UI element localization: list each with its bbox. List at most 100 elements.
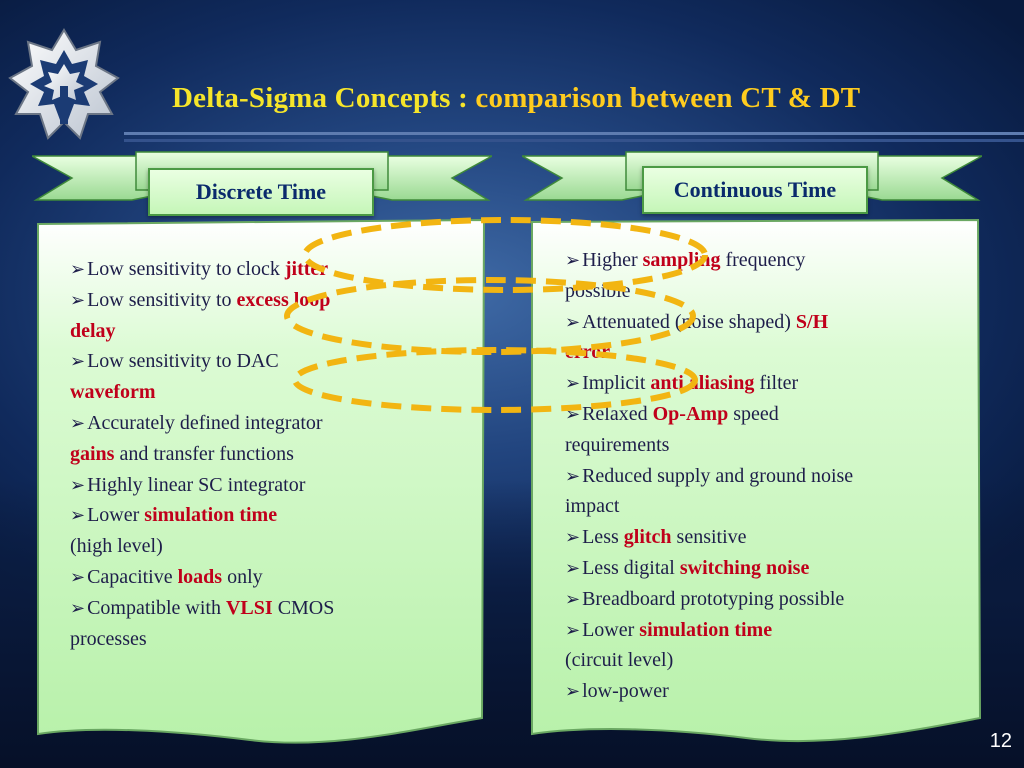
list-item-continuation: gains and transfer functions xyxy=(70,439,470,470)
title-accent: comparison between CT & DT xyxy=(475,82,861,114)
highlight-text: delay xyxy=(70,319,116,342)
item-text: Relaxed xyxy=(582,402,653,425)
list-item-continuation: requirements xyxy=(565,430,970,461)
bullet-arrow-icon: ➢ xyxy=(70,289,86,310)
bullet-arrow-icon: ➢ xyxy=(565,527,581,548)
list-item: ➢Less glitch sensitive xyxy=(565,522,970,553)
item-text: Low sensitivity to clock xyxy=(87,258,285,280)
item-text: low-power xyxy=(582,680,669,703)
item-text: Compatible with xyxy=(87,596,226,619)
list-item: ➢Attenuated (noise shaped) S/H xyxy=(565,307,970,338)
item-text: Highly linear SC integrator xyxy=(87,473,306,496)
item-text: frequency xyxy=(720,249,806,271)
item-text: Accurately defined integrator xyxy=(87,411,323,434)
bullet-arrow-icon: ➢ xyxy=(70,351,86,372)
highlight-text: VLSI xyxy=(225,596,273,619)
list-item: ➢low-power xyxy=(565,676,970,707)
bullet-arrow-icon: ➢ xyxy=(70,597,86,618)
list-item: ➢Compatible with VLSI CMOS xyxy=(70,593,470,624)
bullet-arrow-icon: ➢ xyxy=(565,557,581,578)
discrete-label: Discrete Time xyxy=(148,168,374,216)
bullet-arrow-icon: ➢ xyxy=(565,588,581,609)
item-text: Higher xyxy=(582,249,643,271)
bullet-arrow-icon: ➢ xyxy=(565,250,581,270)
bullet-arrow-icon: ➢ xyxy=(565,681,581,702)
highlight-text: waveform xyxy=(70,381,156,404)
bullet-arrow-icon: ➢ xyxy=(70,412,86,433)
item-text: sensitive xyxy=(671,526,747,549)
item-text: possible xyxy=(565,279,631,302)
page-number: 12 xyxy=(989,730,1012,752)
list-item: ➢Capacitive loads only xyxy=(70,562,470,593)
list-item: ➢Lower simulation time xyxy=(565,615,970,646)
bullet-arrow-icon: ➢ xyxy=(565,311,581,332)
item-text: Less digital xyxy=(582,556,680,579)
item-text: Low sensitivity to DAC xyxy=(87,350,279,373)
list-item: ➢Low sensitivity to clock jitter xyxy=(70,254,470,285)
page-title: Delta-Sigma Concepts : comparison betwee… xyxy=(172,82,860,115)
list-item-continuation: possible xyxy=(565,276,970,307)
highlight-text: Op-Amp xyxy=(652,402,729,425)
highlight-text: error xyxy=(565,341,611,364)
item-text: filter xyxy=(754,372,799,395)
bullet-arrow-icon: ➢ xyxy=(565,619,581,640)
highlight-text: simulation time xyxy=(144,504,278,527)
highlight-text: loads xyxy=(177,565,223,588)
highlight-text: sampling xyxy=(642,249,721,271)
list-item: ➢Low sensitivity to excess loop xyxy=(70,285,470,316)
item-text: and transfer functions xyxy=(114,442,294,465)
highlight-text: simulation time xyxy=(639,618,773,641)
list-item: ➢Highly linear SC integrator xyxy=(70,470,470,501)
item-text: Lower xyxy=(87,504,145,527)
item-text: Capacitive xyxy=(87,565,178,588)
continuous-label: Continuous Time xyxy=(642,166,868,214)
item-text: impact xyxy=(565,495,620,518)
bullet-arrow-icon: ➢ xyxy=(70,474,86,495)
list-item: ➢Accurately defined integrator xyxy=(70,408,470,439)
bullet-arrow-icon: ➢ xyxy=(70,566,86,587)
item-text: (high level) xyxy=(70,535,163,558)
divider-line xyxy=(124,132,1024,135)
list-item-continuation: delay xyxy=(70,316,470,347)
list-item: ➢Relaxed Op-Amp speed xyxy=(565,399,970,430)
bullet-arrow-icon: ➢ xyxy=(70,505,86,526)
discrete-list: ➢Low sensitivity to clock jitter➢Low sen… xyxy=(70,254,470,654)
item-text: requirements xyxy=(565,433,670,456)
bullet-arrow-icon: ➢ xyxy=(565,373,581,394)
highlight-text: glitch xyxy=(623,526,672,549)
item-text: (circuit level) xyxy=(565,649,674,672)
list-item: ➢Lower simulation time xyxy=(70,500,470,531)
item-text: speed xyxy=(728,402,779,425)
list-item: ➢Implicit anti aliasing filter xyxy=(565,368,970,399)
list-item-continuation: (circuit level) xyxy=(565,645,970,676)
list-item: ➢Higher sampling frequency xyxy=(565,245,970,276)
item-text: Attenuated (noise shaped) xyxy=(582,310,796,333)
list-item: ➢Less digital switching noise xyxy=(565,553,970,584)
list-item: ➢Breadboard prototyping possible xyxy=(565,584,970,615)
list-item: ➢Reduced supply and ground noise xyxy=(565,461,970,492)
item-text: Breadboard prototyping possible xyxy=(582,587,845,610)
highlight-text: switching noise xyxy=(679,556,810,579)
item-text: only xyxy=(222,565,263,588)
list-item: ➢Low sensitivity to DAC xyxy=(70,346,470,377)
divider-line xyxy=(124,139,1024,142)
item-text: Lower xyxy=(582,618,640,641)
list-item-continuation: (high level) xyxy=(70,531,470,562)
university-logo-icon xyxy=(8,28,120,140)
highlight-text: anti aliasing xyxy=(650,372,755,395)
title-divider xyxy=(124,132,1024,146)
bullet-arrow-icon: ➢ xyxy=(565,403,581,424)
highlight-text: gains xyxy=(70,442,115,465)
item-text: CMOS xyxy=(272,596,335,619)
title-prefix: Delta-Sigma Concepts : xyxy=(172,82,476,114)
bullet-arrow-icon: ➢ xyxy=(70,259,86,279)
item-text: Reduced supply and ground noise xyxy=(582,464,854,487)
highlight-text: jitter xyxy=(284,258,329,280)
list-item-continuation: impact xyxy=(565,491,970,522)
item-text: processes xyxy=(70,627,147,650)
list-item-continuation: waveform xyxy=(70,377,470,408)
list-item-continuation: error xyxy=(565,337,970,368)
highlight-text: S/H xyxy=(795,310,829,333)
item-text: Implicit xyxy=(582,372,651,395)
